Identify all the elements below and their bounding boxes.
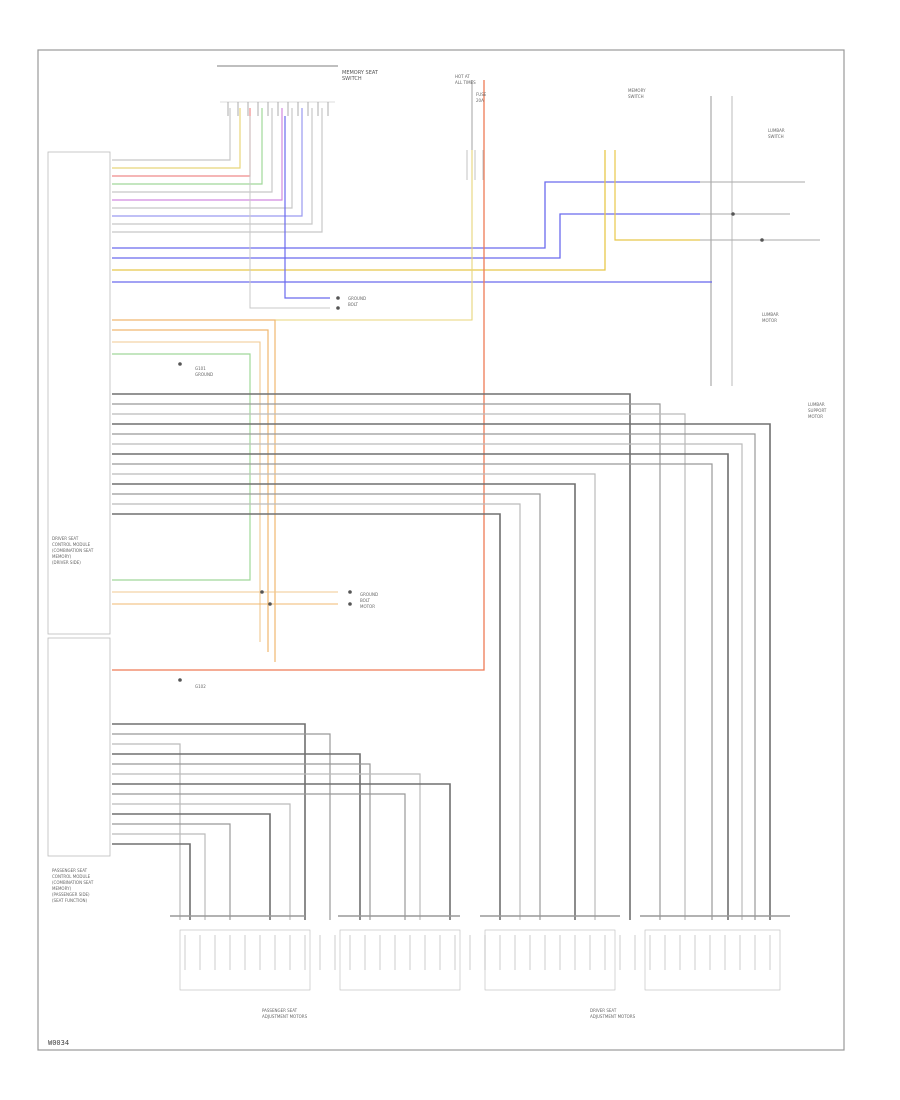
bundle-wire-left [112,813,271,920]
page-code: W0034 [48,1039,69,1047]
wire-tan [112,341,261,642]
switch-splice-2 [760,238,764,242]
bundle-wire-right [112,473,596,920]
bundle-wire-left [112,723,306,920]
ground-note-4: G102 [195,684,206,689]
bundle-wire-right [112,433,756,920]
top-harness-wire [112,108,283,201]
power-wire-red [112,150,485,671]
lumbar-wire-yellow-2 [614,150,700,241]
component-group [178,212,764,682]
bundle-wire-left [112,773,421,920]
bundle-wire-right [112,453,729,920]
bundle-wire-right [112,463,713,920]
splice-d [348,602,352,606]
bundle-wire-left [112,763,371,920]
top-harness-wire [112,108,293,209]
bundle-wire-right [112,403,661,920]
bundle-wire-left [112,803,291,920]
splice-b [268,602,272,606]
lumbar-wire-blue-2 [112,213,700,259]
bundle-wire-right [112,413,686,920]
right-seat-motor-group [484,929,616,991]
ground-splice-3 [178,678,182,682]
bundle-wire-left [112,823,231,920]
ground-splice-4 [178,362,182,366]
bundle-wire-left [112,733,331,920]
wire-group [112,80,820,970]
bundle-wire-left [112,843,191,920]
bundle-wire-right [112,503,521,920]
bundle-wire-right [112,393,631,920]
top-harness-wire [112,108,303,217]
top-harness-wire [112,108,263,185]
lumbar-wire-blue [112,181,700,249]
lumbar-wire-yellow [112,150,606,271]
bundle-wire-left [112,743,181,920]
top-harness-wire [112,108,273,193]
left-seat-motor-group-2 [339,929,461,991]
bundle-wire-left [112,783,451,920]
ground-wire [249,116,330,309]
diagram-frame [37,49,845,1051]
top-harness-wire [112,108,323,233]
wire-orange [112,319,276,662]
left-module-box [47,151,111,635]
splice-a [260,590,264,594]
bundle-wire-left [112,833,206,920]
top-harness-wire [112,108,241,169]
wire-green [112,353,251,581]
ground-splice-1 [336,296,340,300]
splice-c [348,590,352,594]
ground-wire-blue [284,116,330,299]
switch-splice [731,212,735,216]
right-seat-motor-group-2 [644,929,781,991]
bundle-wire-right [112,513,501,920]
bundle-wire-right [112,493,541,920]
top-harness-wire [112,108,231,161]
bundle-wire-left [112,793,406,920]
left-bottom-module-box [47,637,111,857]
top-harness-wire [112,108,251,177]
wire-orange-2 [112,329,269,652]
bundle-wire-right [112,443,743,920]
bundle-wire-right [112,423,771,920]
top-harness-wire [112,108,313,225]
bundle-wire-left [112,753,361,920]
ground-splice-2 [336,306,340,310]
bundle-wire-right [112,483,576,920]
left-seat-motor-group [179,929,311,991]
